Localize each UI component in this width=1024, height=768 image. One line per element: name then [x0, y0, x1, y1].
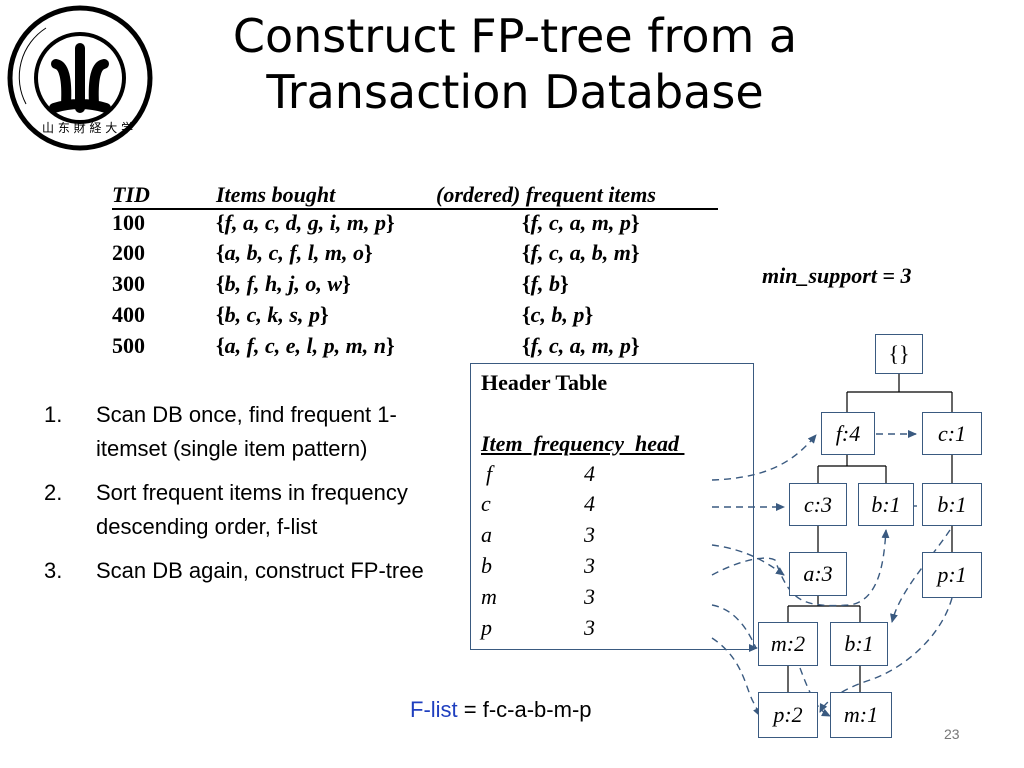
table-cell-ordered: {f, c, a, m, p} — [522, 210, 640, 235]
header-item: c — [481, 491, 491, 516]
header-frequency: 4 — [584, 491, 595, 516]
col-header-items: Items bought — [216, 182, 336, 207]
title-line-1: Construct FP-tree from a — [232, 9, 798, 63]
items-text: b, f, h, j, o, w — [224, 271, 343, 296]
tree-node-b1-f: b:1 — [858, 483, 914, 526]
steps-list: 1. Scan DB once, find frequent 1-itemset … — [44, 398, 434, 598]
step-number: 3. — [44, 558, 63, 583]
tree-node-c3: c:3 — [789, 483, 847, 526]
flist-label: F-list — [410, 697, 458, 722]
table-cell-ordered: {f, c, a, m, p} — [522, 333, 640, 358]
col-header-tid: TID — [112, 182, 150, 207]
header-item: b — [481, 553, 492, 578]
page-number: 23 — [944, 726, 960, 742]
header-table — [470, 363, 754, 650]
tree-node-root: {} — [875, 334, 923, 374]
list-item: 1. Scan DB once, find frequent 1-itemset … — [44, 398, 434, 466]
flist-line: F-list = f-c-a-b-m-p — [410, 697, 592, 723]
tree-node-c1: c:1 — [922, 412, 982, 455]
tree-node-p1: p:1 — [922, 552, 982, 598]
ordered-text: f, c, a, m, p — [530, 210, 631, 235]
header-item: p — [481, 615, 492, 640]
tree-node-m2: m:2 — [758, 622, 818, 666]
list-item: 3. Scan DB again, construct FP-tree — [44, 554, 434, 588]
table-cell-tid: 400 — [112, 302, 145, 327]
header-frequency: 3 — [584, 553, 595, 578]
table-header-underline — [112, 208, 718, 210]
step-text: Scan DB again, construct FP-tree — [96, 558, 424, 583]
logo-seal-icon: 山 东 財 経 大 学 — [7, 5, 153, 151]
items-text: b, c, k, s, p — [224, 302, 320, 327]
tree-node-f4: f:4 — [821, 412, 875, 455]
header-item: f — [486, 461, 493, 486]
table-cell-items: {a, f, c, e, l, p, m, n} — [216, 333, 395, 358]
header-frequency: 3 — [584, 584, 595, 609]
table-cell-ordered: {f, b} — [522, 271, 569, 296]
university-logo: 山 东 財 経 大 学 — [6, 4, 154, 152]
table-cell-tid: 100 — [112, 210, 145, 235]
items-text: a, f, c, e, l, p, m, n — [224, 333, 386, 358]
table-cell-items: {f, a, c, d, g, i, m, p} — [216, 210, 395, 235]
table-cell-items: {a, b, c, f, l, m, o} — [216, 240, 373, 265]
table-cell-tid: 300 — [112, 271, 145, 296]
tree-node-a3: a:3 — [789, 552, 847, 596]
ordered-text: f, c, a, m, p — [530, 333, 631, 358]
table-cell-tid: 500 — [112, 333, 145, 358]
flist-value: = f-c-a-b-m-p — [457, 697, 592, 722]
tree-node-b1-c: b:1 — [922, 483, 982, 526]
header-frequency: 3 — [584, 522, 595, 547]
min-support-label: min_support = 3 — [762, 263, 912, 288]
tree-node-p2: p:2 — [758, 692, 818, 738]
header-frequency: 4 — [584, 461, 595, 486]
header-frequency: 3 — [584, 615, 595, 640]
table-cell-items: {b, c, k, s, p} — [216, 302, 329, 327]
ordered-text: f, c, a, b, m — [530, 240, 631, 265]
ordered-text: f, b — [530, 271, 560, 296]
header-item: m — [481, 584, 497, 609]
list-item: 2. Sort frequent items in frequency desce… — [44, 476, 434, 544]
step-number: 1. — [44, 402, 63, 427]
ordered-text: c, b, p — [530, 302, 585, 327]
col-header-ordered: (ordered) frequent items — [436, 182, 656, 207]
table-cell-ordered: {c, b, p} — [522, 302, 594, 327]
table-cell-tid: 200 — [112, 240, 145, 265]
header-item: a — [481, 522, 492, 547]
table-cell-ordered: {f, c, a, b, m} — [522, 240, 640, 265]
items-text: f, a, c, d, g, i, m, p — [224, 210, 386, 235]
step-text: Sort frequent items in frequency descend… — [96, 480, 408, 539]
step-text: Scan DB once, find frequent 1-itemset (s… — [96, 402, 397, 461]
page-title: Construct FP-tree from a Transaction Dat… — [150, 8, 880, 120]
svg-text:山 东 財 経 大 学: 山 东 財 経 大 学 — [42, 120, 133, 135]
header-table-title: Header Table — [481, 370, 608, 395]
title-line-2: Transaction Database — [266, 65, 764, 119]
tree-node-m1: m:1 — [830, 692, 892, 738]
header-table-columns: Item frequency head — [481, 431, 685, 456]
table-cell-items: {b, f, h, j, o, w} — [216, 271, 351, 296]
tree-node-b1-a: b:1 — [830, 622, 888, 666]
items-text: a, b, c, f, l, m, o — [224, 240, 364, 265]
step-number: 2. — [44, 480, 63, 505]
